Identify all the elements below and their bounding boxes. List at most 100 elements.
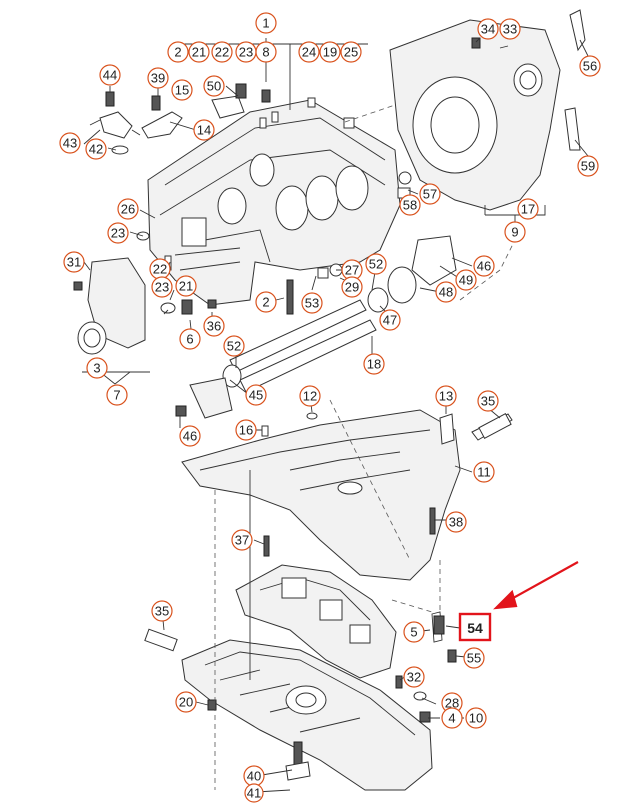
svg-text:10: 10 — [469, 711, 483, 726]
left-upper-parts — [89, 83, 247, 155]
callout-23c[interactable]: 23 — [151, 276, 173, 298]
callout-52[interactable]: 52 — [365, 253, 387, 275]
callout-18[interactable]: 18 — [363, 353, 385, 375]
callout-42[interactable]: 42 — [85, 138, 107, 160]
callout-6[interactable]: 6 — [179, 328, 201, 350]
svg-text:47: 47 — [383, 313, 397, 328]
callout-59[interactable]: 59 — [577, 155, 599, 177]
callout-29[interactable]: 29 — [341, 276, 363, 298]
callout-44[interactable]: 44 — [99, 64, 121, 86]
callout-22[interactable]: 22 — [211, 41, 233, 63]
svg-text:34: 34 — [481, 22, 495, 37]
svg-text:1: 1 — [262, 16, 269, 31]
svg-text:22: 22 — [153, 262, 167, 277]
callout-23b[interactable]: 23 — [107, 222, 129, 244]
callout-2b[interactable]: 2 — [255, 291, 277, 313]
callout-10[interactable]: 10 — [465, 707, 487, 729]
callout-21[interactable]: 21 — [188, 41, 210, 63]
callout-26[interactable]: 26 — [117, 198, 139, 220]
svg-text:59: 59 — [581, 159, 595, 174]
callout-35[interactable]: 35 — [477, 390, 499, 412]
callout-37[interactable]: 37 — [231, 529, 253, 551]
callout-28[interactable]: 28 — [441, 692, 463, 714]
callout-47[interactable]: 47 — [379, 309, 401, 331]
callout-25[interactable]: 25 — [340, 41, 362, 63]
callout-43[interactable]: 43 — [59, 132, 81, 154]
svg-text:58: 58 — [403, 198, 417, 213]
svg-text:11: 11 — [477, 465, 491, 480]
callout-27[interactable]: 27 — [341, 259, 363, 281]
callout-4[interactable]: 4 — [441, 707, 463, 729]
callout-58[interactable]: 58 — [399, 194, 421, 216]
svg-text:29: 29 — [345, 280, 359, 295]
callout-34[interactable]: 34 — [477, 18, 499, 40]
svg-text:45: 45 — [249, 388, 263, 403]
svg-text:21: 21 — [192, 45, 206, 60]
svg-text:8: 8 — [262, 45, 269, 60]
svg-text:7: 7 — [113, 388, 120, 403]
svg-text:14: 14 — [197, 123, 211, 138]
part-54-label: 54 — [467, 620, 483, 636]
callout-40[interactable]: 40 — [243, 765, 265, 787]
callout-41[interactable]: 41 — [244, 783, 264, 803]
callout-38[interactable]: 38 — [445, 511, 467, 533]
svg-text:46: 46 — [183, 429, 197, 444]
callout-55[interactable]: 55 — [463, 647, 485, 669]
svg-text:22: 22 — [215, 45, 229, 60]
callout-31[interactable]: 31 — [63, 251, 85, 273]
callout-8[interactable]: 8 — [255, 41, 277, 63]
callout-23[interactable]: 23 — [235, 41, 257, 63]
callout-22b[interactable]: 22 — [149, 258, 171, 280]
callout-1[interactable]: 1 — [255, 12, 277, 34]
part-54-highlight[interactable]: 54 — [458, 612, 492, 642]
svg-text:38: 38 — [449, 515, 463, 530]
svg-text:23: 23 — [111, 226, 125, 241]
callout-9[interactable]: 9 — [504, 221, 526, 243]
svg-text:4: 4 — [448, 711, 455, 726]
callout-53[interactable]: 53 — [301, 292, 323, 314]
callout-13[interactable]: 13 — [435, 385, 457, 407]
svg-text:49: 49 — [459, 273, 473, 288]
callout-57[interactable]: 57 — [419, 183, 441, 205]
svg-text:43: 43 — [63, 136, 77, 151]
svg-text:3: 3 — [93, 361, 100, 376]
callout-16[interactable]: 16 — [235, 419, 257, 441]
svg-text:39: 39 — [151, 71, 165, 86]
callout-52b[interactable]: 52 — [223, 335, 245, 357]
svg-text:2: 2 — [262, 295, 269, 310]
svg-text:35: 35 — [481, 394, 495, 409]
svg-text:46: 46 — [477, 259, 491, 274]
callout-24[interactable]: 24 — [298, 41, 320, 63]
timing-cover — [73, 231, 217, 385]
callout-56[interactable]: 56 — [579, 55, 601, 77]
callout-33[interactable]: 33 — [499, 18, 521, 40]
callout-3[interactable]: 3 — [86, 357, 108, 379]
callout-50[interactable]: 50 — [203, 75, 225, 97]
callout-19[interactable]: 19 — [319, 41, 341, 63]
callout-46b[interactable]: 46 — [179, 425, 201, 447]
callout-20[interactable]: 20 — [175, 691, 197, 713]
callout-48[interactable]: 48 — [435, 281, 457, 303]
callout-17[interactable]: 17 — [517, 198, 539, 220]
callout-36[interactable]: 36 — [203, 315, 225, 337]
callout-2[interactable]: 2 — [167, 41, 189, 63]
callout-7[interactable]: 7 — [106, 384, 128, 406]
callout-45[interactable]: 45 — [245, 384, 267, 406]
callout-14[interactable]: 14 — [193, 119, 215, 141]
svg-text:35: 35 — [155, 604, 169, 619]
callout-12[interactable]: 12 — [299, 385, 321, 407]
svg-text:9: 9 — [511, 225, 518, 240]
callout-5[interactable]: 5 — [403, 621, 425, 643]
callout-15[interactable]: 15 — [171, 79, 193, 101]
svg-text:28: 28 — [445, 696, 459, 711]
callout-32[interactable]: 32 — [403, 666, 425, 688]
callout-11[interactable]: 11 — [473, 461, 495, 483]
callout-35b[interactable]: 35 — [151, 600, 173, 622]
callout-39[interactable]: 39 — [147, 67, 169, 89]
engine-block — [147, 99, 401, 306]
svg-text:23: 23 — [155, 280, 169, 295]
callout-46[interactable]: 46 — [473, 255, 495, 277]
callout-21b[interactable]: 21 — [175, 275, 197, 297]
callout-49[interactable]: 49 — [455, 269, 477, 291]
